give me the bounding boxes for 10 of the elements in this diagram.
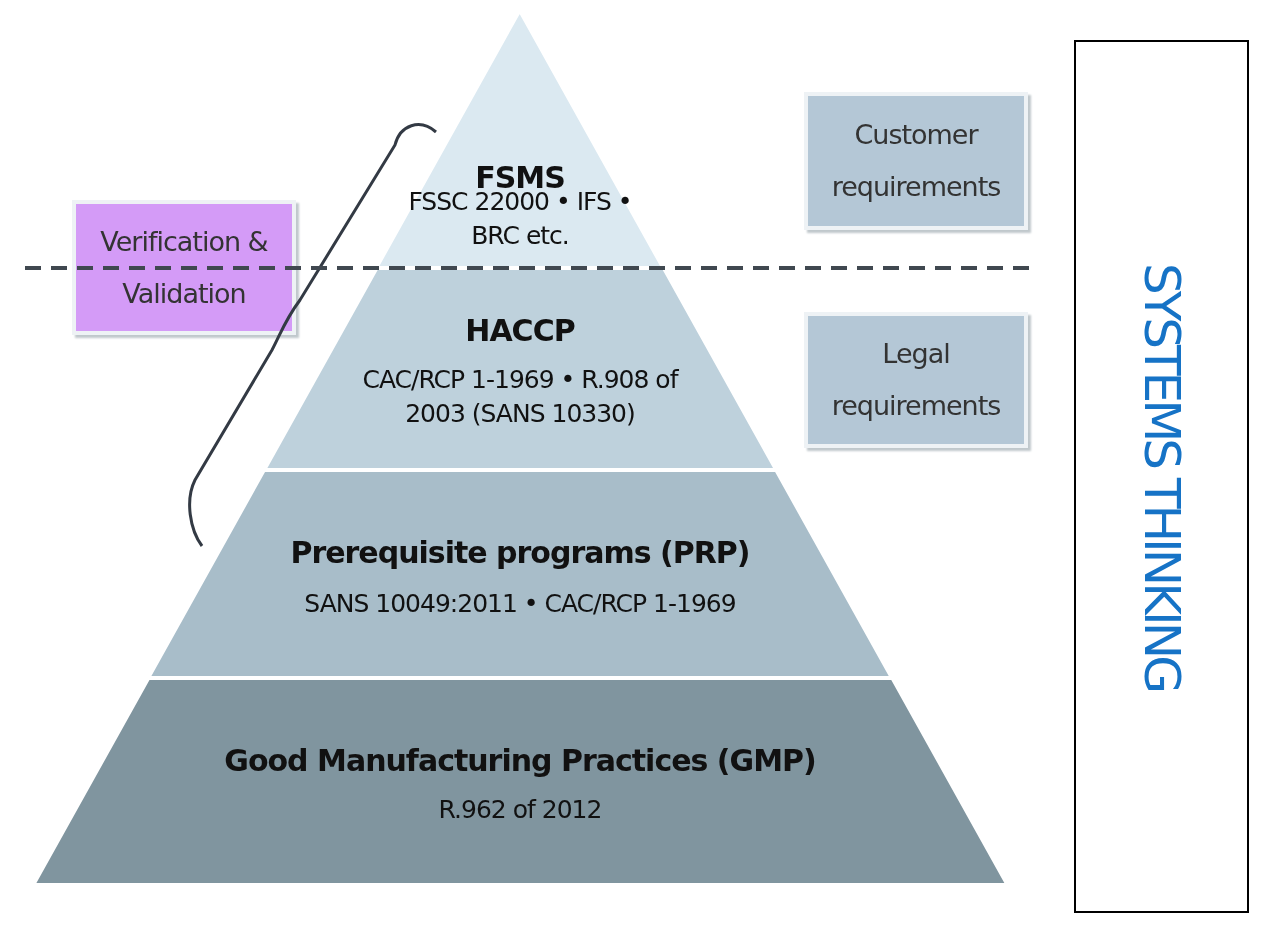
tier-title: HACCP — [464, 313, 576, 348]
requirement-box: Customer requirements — [804, 92, 1028, 230]
tier-standards: R.962 of 2012 — [437, 794, 603, 826]
tier-title: Prerequisite programs (PRP) — [289, 535, 751, 570]
tier-title: Good Manufacturing Practices (GMP) — [223, 743, 817, 778]
tier-standards: CAC/RCP 1-1969 • R.908 of 2003 (SANS 10330) — [361, 364, 680, 430]
systems-thinking-box: SYSTEMS THINKING — [1074, 40, 1249, 913]
requirement-box: Legal requirements — [804, 312, 1028, 448]
tier-standards: SANS 10049:2011 • CAC/RCP 1-1969 — [303, 588, 737, 620]
verification-box: Verification & Validation — [72, 200, 296, 335]
